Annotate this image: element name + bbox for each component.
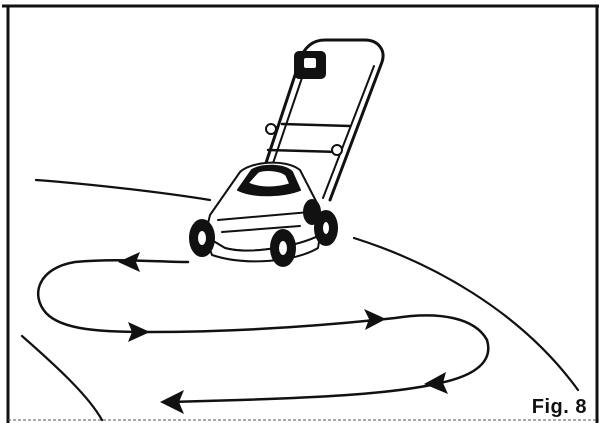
lawn-mower-icon	[189, 38, 385, 267]
mower-wheels	[189, 199, 338, 267]
arrow-left-lower-right-icon	[424, 372, 448, 394]
arrow-left-bottom-icon	[160, 390, 184, 414]
arrow-right-middle-right-icon	[364, 309, 386, 330]
mowing-path	[36, 258, 490, 404]
direction-arrows	[118, 252, 448, 414]
figure-frame	[2, 4, 599, 423]
arrow-left-top-icon	[118, 252, 140, 272]
lawn-edges	[20, 178, 580, 422]
arrow-right-middle-left-icon	[128, 322, 150, 342]
figure-caption: Fig. 8	[531, 396, 587, 418]
